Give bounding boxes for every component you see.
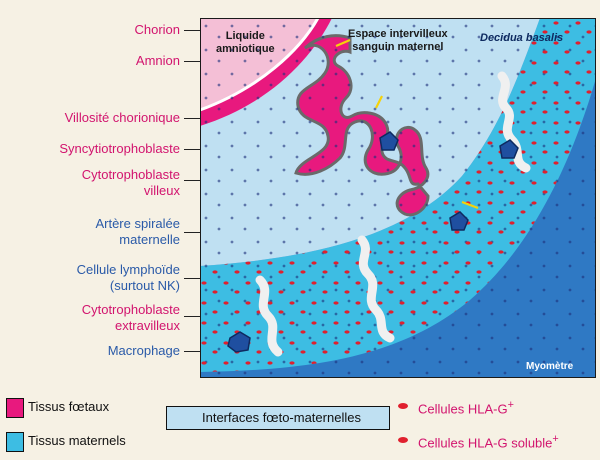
label-artere-line1: Artère spiralée xyxy=(95,216,180,231)
label-amnion: Amnion xyxy=(135,53,180,68)
artere-spiralee-2 xyxy=(357,235,395,343)
label-cyto-extra-line2: extravilleux xyxy=(114,318,180,333)
legend-hla-g-sup: + xyxy=(507,399,514,411)
label-myometre: Myomètre xyxy=(526,361,574,372)
legend-hla-g-text: Cellules HLA-G xyxy=(418,401,508,417)
liquide-line2: amniotique xyxy=(216,43,275,55)
label-cyto-villeux-line1: Cytotrophoblaste xyxy=(81,167,180,182)
label-artere-line2: maternelle xyxy=(119,232,180,247)
legend-swatch-hla-g xyxy=(398,403,408,409)
label-artere-spiralee: Artère spiralée maternelle xyxy=(95,216,180,248)
legend-tissus-maternels: Tissus maternels xyxy=(28,433,126,448)
espace-line1: Espace intervilleux xyxy=(348,28,448,40)
legend-swatch-hla-g-soluble xyxy=(398,437,408,443)
label-lympho-line1: Cellule lymphoïde xyxy=(76,262,180,277)
label-cytotrophoblaste-villeux: Cytotrophoblaste villeux xyxy=(82,167,180,199)
label-cellule-lymphoide: Cellule lymphoïde (surtout NK) xyxy=(77,262,180,294)
label-syncytiotrophoblaste: Syncytiotrophoblaste xyxy=(59,141,180,156)
label-macrophage: Macrophage xyxy=(107,343,180,358)
legend-hla-g-soluble-text: Cellules HLA-G soluble xyxy=(418,435,553,451)
label-liquide-amniotique: Liquide amniotique xyxy=(216,30,275,56)
label-cyto-villeux-line2: villeux xyxy=(143,183,180,198)
placenta-illustration xyxy=(200,18,596,378)
macrophage-cell xyxy=(227,331,251,353)
label-lympho-line2: (surtout NK) xyxy=(109,278,180,293)
lymphoid-cell-2 xyxy=(449,211,469,231)
label-decidua-basalis: Decidua basalis xyxy=(480,32,564,44)
legend-swatch-interfaces xyxy=(166,406,390,430)
legend-hla-g-soluble-sup: + xyxy=(552,433,559,445)
lymphoid-cell-1 xyxy=(379,131,399,151)
hla-g-cell-dots xyxy=(200,18,596,372)
legend-hla-g: Cellules HLA-G+ xyxy=(418,399,514,416)
placenta-diagram: Liquide amniotique Espace intervilleux s… xyxy=(200,18,596,378)
label-espace-intervilleux: Espace intervilleux sanguin maternel xyxy=(348,28,448,54)
interface-arrows xyxy=(335,38,479,210)
label-chorion: Chorion xyxy=(134,22,180,37)
espace-line2: sanguin maternel xyxy=(352,41,444,53)
artere-spiralee-1 xyxy=(497,71,531,173)
label-cytotrophoblaste-extravilleux: Cytotrophoblaste extravilleux xyxy=(82,302,180,334)
legend-swatch-tissus-maternels xyxy=(6,432,24,452)
artere-spiralee-3 xyxy=(255,275,283,357)
liquide-line1: Liquide xyxy=(225,30,265,42)
legend-interfaces: Interfaces fœto-maternelles xyxy=(202,410,361,425)
legend-tissus-foetaux: Tissus fœtaux xyxy=(28,399,110,414)
legend-hla-g-soluble: Cellules HLA-G soluble+ xyxy=(418,433,559,450)
label-villosite: Villosité chorionique xyxy=(64,110,180,125)
label-cyto-extra-line1: Cytotrophoblaste xyxy=(81,302,180,317)
lymphoid-cell-3 xyxy=(499,139,519,159)
legend-swatch-tissus-foetaux xyxy=(6,398,24,418)
